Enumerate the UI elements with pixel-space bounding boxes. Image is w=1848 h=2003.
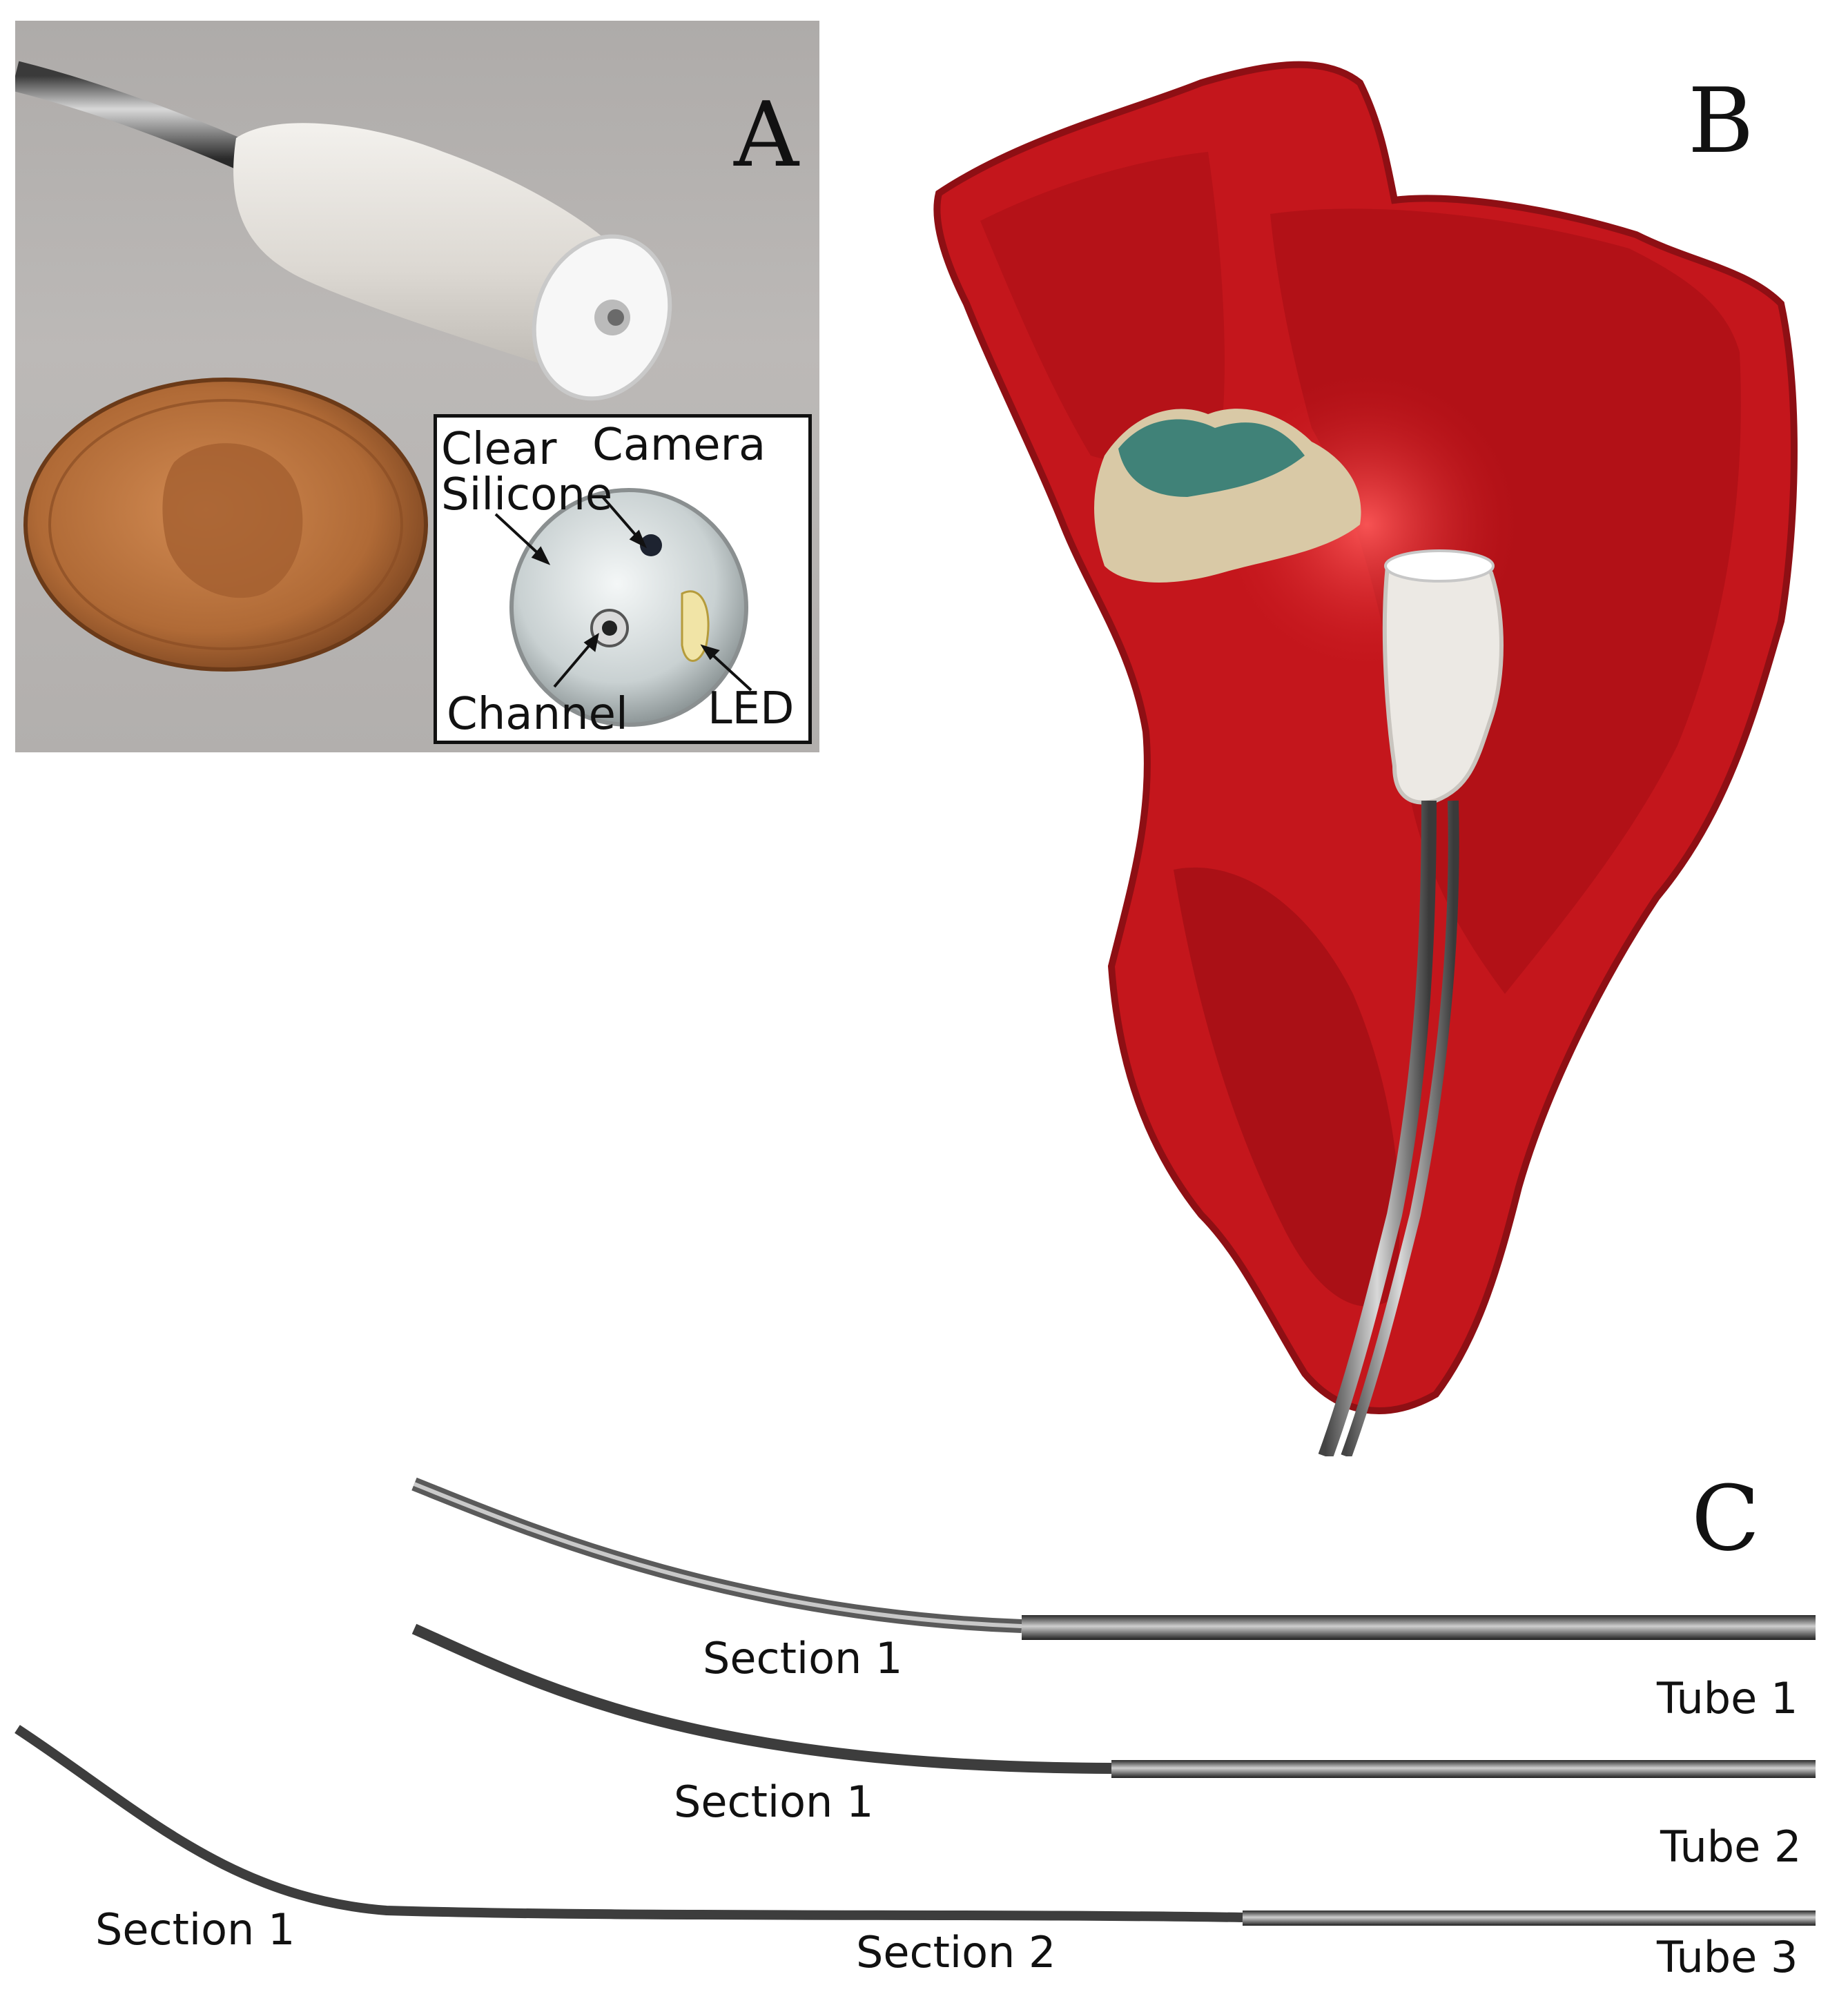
tube-1 [411,1477,1816,1640]
tube1-section1-label: Section 1 [703,1633,903,1683]
tube-3 [14,1725,1816,1926]
tube-2 [411,1623,1816,1778]
tube1-label: Tube 1 [1657,1673,1798,1723]
label-camera: Camera [592,420,766,471]
panel-c-illustration [14,1477,1816,1926]
panel-c-photo [0,1449,1848,2003]
panel-a-illustration [15,61,672,672]
camera-lens [640,534,662,556]
label-led: LED [708,683,795,734]
endoscope-shaft [1318,800,1437,1456]
panel-letter-c: C [1691,1466,1760,1571]
label-silicone: Silicone [441,469,613,520]
tube2-section1-label: Section 1 [674,1777,874,1827]
tube2-label: Tube 2 [1660,1821,1802,1872]
panel-b-photo [884,41,1822,1456]
label-channel: Channel [447,689,628,740]
panel-letter-b: B [1688,68,1754,173]
tube3-section2-label: Section 2 [856,1927,1056,1977]
tube3-label: Tube 3 [1657,1932,1798,1982]
panel-letter-a: A [734,82,799,187]
inset-arrows [494,496,752,692]
tip-inset: Clear Camera Silicone Channel LED [434,414,812,744]
cable [15,61,256,173]
led [681,590,710,662]
panel-a-photo: A [15,21,819,752]
label-clear: Clear [441,424,557,475]
panel-b-illustration [933,61,1798,1456]
inset-illustration [494,488,752,727]
tube3-section1-label: Section 1 [95,1904,295,1955]
